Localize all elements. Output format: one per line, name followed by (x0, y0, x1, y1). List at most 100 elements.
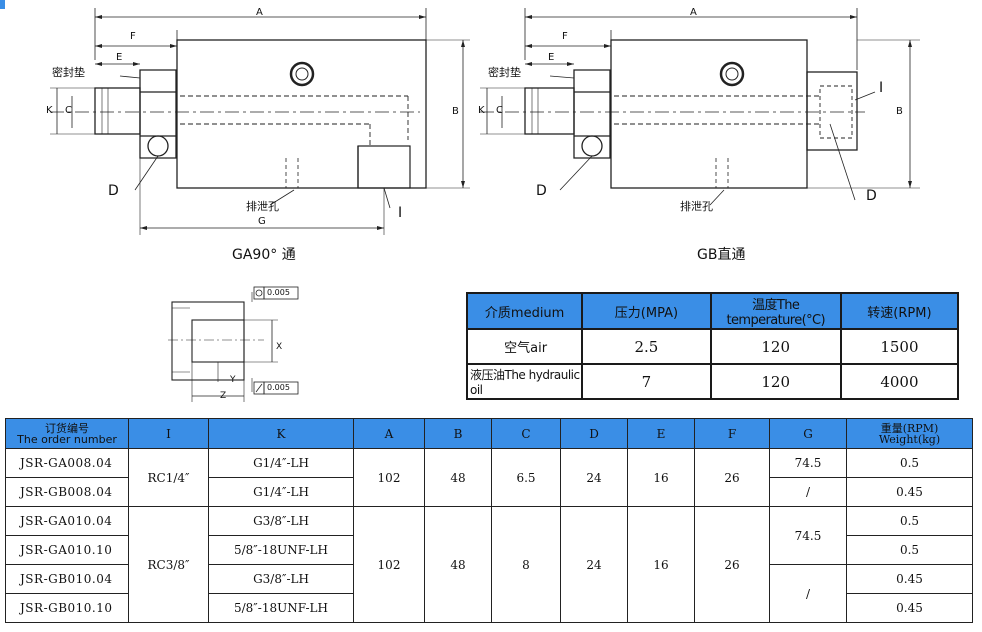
a-value: 102 (353, 448, 425, 507)
weight-header: 重量(RPM) Weight(kg) (846, 418, 973, 449)
d-header: D (560, 418, 628, 449)
port-detail-drawing (168, 286, 299, 402)
pressure-value: 7 (581, 363, 712, 400)
rpm-value: 1500 (839, 328, 960, 365)
tol-perp-value: 0.005 (267, 383, 290, 392)
g-value: 74.5 (769, 448, 847, 478)
temperature-value: 120 (709, 363, 842, 400)
order-code: JSR-GA010.04 (5, 506, 129, 536)
ga-drawing (50, 8, 470, 235)
medium-header: 介质medium (465, 292, 584, 330)
medium-header-row: 介质medium 压力(MPA) 温度The temperature(°C) 转… (465, 292, 960, 330)
i-value: RC1/4″ (128, 448, 209, 507)
ga-caption: GA90° 通 (232, 247, 296, 263)
c-header: C (491, 418, 561, 449)
table-row: JSR-GB010.10 5/8″-18UNF-LH 0.45 (5, 593, 973, 623)
k-value: 5/8″-18UNF-LH (208, 593, 354, 623)
ga-dim-f: F (130, 31, 136, 42)
gb-dim-f: F (562, 31, 568, 42)
c-value: 6.5 (491, 448, 561, 507)
k-value: 5/8″-18UNF-LH (208, 535, 354, 565)
ga-dim-c: C (65, 105, 72, 116)
medium-row: 空气air 2.5 120 1500 (465, 328, 960, 365)
k-value: G1/4″-LH (208, 477, 354, 507)
b-header: B (424, 418, 492, 449)
ga-dim-b: B (452, 106, 459, 117)
table-row: JSR-GB008.04 G1/4″-LH / 0.45 (5, 477, 973, 507)
pressure-header: 压力(MPA) (581, 292, 712, 330)
b-value: 48 (424, 448, 492, 507)
f-value: 26 (694, 448, 770, 507)
order-code: JSR-GA008.04 (5, 448, 129, 478)
medium-name: 空气air (465, 328, 584, 365)
gb-dim-i: I (879, 80, 884, 96)
g-value: 74.5 (769, 506, 847, 565)
weight-value: 0.45 (846, 477, 973, 507)
a-value: 102 (353, 506, 425, 623)
table-row: JSR-GB010.04 G3/8″-LH / 0.45 (5, 564, 973, 623)
port-dim-x: X (276, 342, 283, 352)
weight-header-cn: 重量(RPM) (880, 421, 939, 435)
k-value: G3/8″-LH (208, 564, 354, 594)
gb-dim-b: B (896, 106, 903, 117)
e-value: 16 (627, 506, 695, 623)
ga-dim-a: A (256, 7, 263, 18)
rpm-value: 4000 (839, 363, 960, 400)
ga-dim-i: I (398, 205, 403, 221)
g-header: G (769, 418, 847, 449)
e-header: E (627, 418, 695, 449)
order-code: JSR-GB008.04 (5, 477, 129, 507)
g-value: / (769, 477, 847, 507)
k-value: G1/4″-LH (208, 448, 354, 478)
gb-dim-a: A (690, 7, 697, 18)
gb-caption: GB直通 (697, 247, 746, 263)
pressure-value: 2.5 (581, 328, 712, 365)
order-number-header-cn: 订货编号 (45, 421, 89, 435)
ga-dim-g: G (258, 216, 266, 227)
gb-dim-k: K (478, 105, 485, 116)
k-header: K (208, 418, 354, 449)
table-row: JSR-GA010.04 RC3/8″ G3/8″-LH 102 48 8 24… (5, 506, 973, 623)
f-header: F (694, 418, 770, 449)
ga-drain-label: 排泄孔 (246, 200, 279, 213)
order-table: 订货编号 The order number I K A B C D E F G … (5, 418, 973, 623)
i-value: RC3/8″ (128, 506, 209, 623)
gb-drawing (480, 8, 920, 206)
f-value: 26 (694, 506, 770, 623)
weight-value: 0.5 (846, 535, 973, 565)
table-row: JSR-GA010.10 5/8″-18UNF-LH 0.5 (5, 535, 973, 565)
gb-dim-d-left: D (536, 183, 547, 199)
order-header-row: 订货编号 The order number I K A B C D E F G … (5, 418, 973, 449)
port-dim-y: Y (230, 375, 236, 385)
ga-dim-k: K (46, 105, 53, 116)
table-row: JSR-GA008.04 RC1/4″ G1/4″-LH 102 48 6.5 … (5, 448, 973, 507)
d-value: 24 (560, 448, 628, 507)
gb-seal-label: 密封垫 (488, 66, 521, 79)
temperature-value: 120 (709, 328, 842, 365)
i-header: I (128, 418, 209, 449)
medium-name: 液压油The hydraulic oil (465, 363, 584, 400)
weight-value: 0.45 (846, 593, 973, 623)
k-value: G3/8″-LH (208, 506, 354, 536)
rpm-header: 转速(RPM) (839, 292, 960, 330)
a-header: A (353, 418, 425, 449)
order-number-header-en: The order number (17, 432, 117, 446)
weight-value: 0.5 (846, 448, 973, 478)
ga-seal-label: 密封垫 (52, 66, 85, 79)
medium-table: 介质medium 压力(MPA) 温度The temperature(°C) 转… (465, 292, 960, 400)
gb-dim-c: C (496, 105, 503, 116)
port-dim-z: Z (220, 391, 227, 401)
gb-dim-d-right: D (866, 188, 877, 204)
d-value: 24 (560, 506, 628, 623)
corner-mark (0, 0, 5, 9)
ga-dim-e: E (116, 52, 123, 63)
order-code: JSR-GB010.10 (5, 593, 129, 623)
weight-value: 0.5 (846, 506, 973, 536)
weight-value: 0.45 (846, 564, 973, 594)
weight-header-en: Weight(kg) (878, 432, 941, 446)
b-value: 48 (424, 506, 492, 623)
ga-dim-d: D (108, 183, 119, 199)
g-value: / (769, 564, 847, 623)
order-number-header: 订货编号 The order number (5, 418, 129, 449)
order-code: JSR-GB010.04 (5, 564, 129, 594)
